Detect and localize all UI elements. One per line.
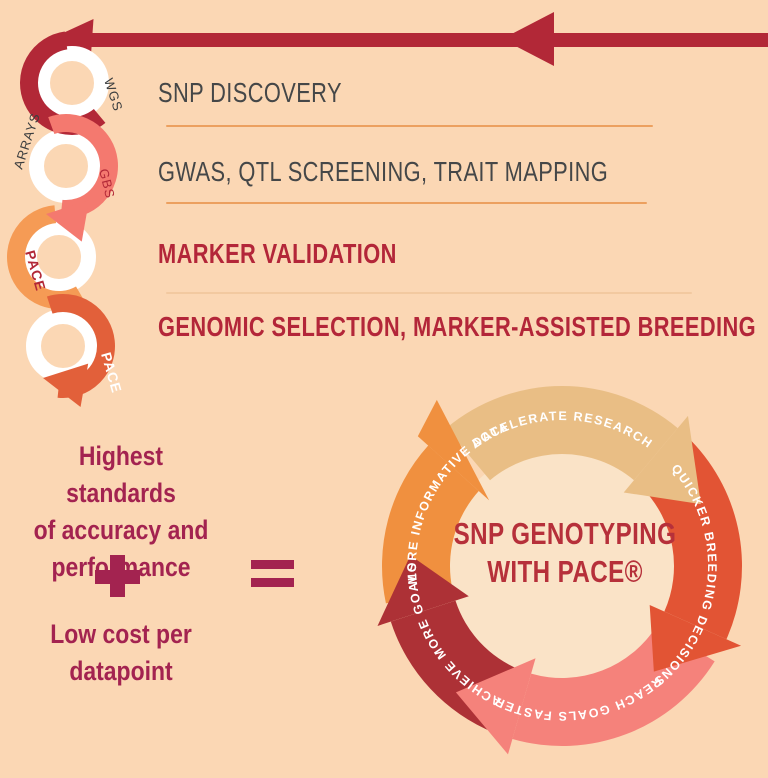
cycle-arrow-achieve-more-goals [377,555,469,626]
spiral-arrow-head-2 [43,363,89,407]
cycle-arrow-more-informative-data [417,399,490,501]
separator-2 [166,202,647,204]
cycle-segment-accelerate-research [446,386,678,481]
separator-1 [166,125,653,127]
separator-3 [166,292,692,294]
cycle-center-line-1: SNP GENOTYPING [453,516,677,551]
value-statement-bottom: Low cost per datapoint [23,616,219,690]
stage-genomic-selection: GENOMIC SELECTION, MARKER-ASSISTED BREED… [158,311,757,342]
cycle-center-line-2: WITH PACE® [487,554,643,589]
value-top-line-2: of accuracy and [33,515,209,545]
spiral-ring-pace-loop-1 [22,220,96,294]
cycle-center-label: SNP GENOTYPING WITH PACE® [448,515,682,591]
spiral-ring-wgs-loop [35,46,109,120]
top-arrow-head-2 [502,12,554,66]
value-bottom-line-1: Low cost per [50,619,192,649]
cycle-arrow-accelerate-research [623,415,701,505]
plus-icon [95,555,140,597]
cycle-segment-more-informative-data [382,445,479,604]
value-top-line-1: Highest standards [66,441,176,508]
stage-marker-validation: MARKER VALIDATION [158,238,397,269]
spiral-ring-gbs-loop [29,129,103,203]
stage-snp-discovery: SNP DISCOVERY [158,77,342,108]
top-arrow-bar [62,33,768,47]
stage-gwas-qtl-trait: GWAS, QTL SCREENING, TRAIT MAPPING [158,156,609,187]
cycle-inner-disc [442,446,682,686]
value-statement-top: Highest standards of accuracy and perfor… [23,438,219,586]
equals-icon [251,560,294,587]
cycle-arrow-reach-goals-faster [455,658,536,755]
cycle-arrow-quicker-breeding-decisions [649,605,742,672]
spiral-label-gbs-2: GBS [96,167,118,200]
value-bottom-line-2: datapoint [69,656,173,686]
spiral-arrow-head-1 [46,200,90,242]
